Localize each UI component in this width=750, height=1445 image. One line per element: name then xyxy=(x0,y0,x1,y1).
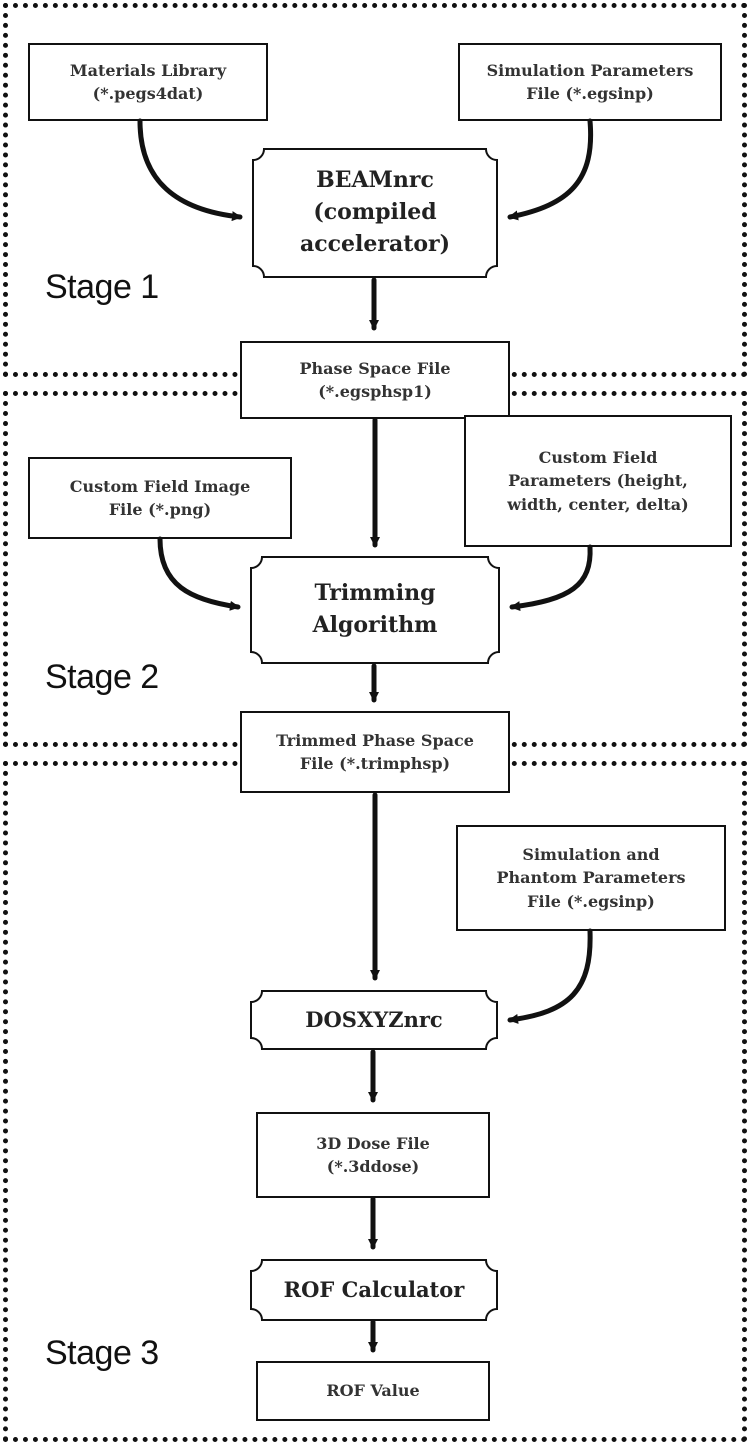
stage-2-label: Stage 2 xyxy=(45,658,159,696)
stage-3-label: Stage 3 xyxy=(45,1334,159,1372)
simulation-parameters-box: Simulation Parameters File (*.egsinp) xyxy=(458,43,722,121)
rof-calculator-shape xyxy=(250,1259,498,1321)
beamnrc-shape xyxy=(252,148,498,278)
trimmed-phase-space-file-box: Trimmed Phase Space File (*.trimphsp) xyxy=(240,711,510,793)
beamnrc-process: BEAMnrc (compiled accelerator) xyxy=(252,148,498,278)
custom-field-parameters-box: Custom Field Parameters (height, width, … xyxy=(464,415,732,547)
trimming-algorithm-process: Trimming Algorithm xyxy=(250,556,500,664)
trimming-algorithm-shape xyxy=(250,556,500,664)
rof-calculator-label: ROF Calculator xyxy=(283,1276,465,1302)
phase-space-file-box: Phase Space File (*.egsphsp1) xyxy=(240,341,510,419)
beamnrc-label: BEAMnrc (compiled accelerator) xyxy=(299,167,451,257)
dosxyznrc-process: DOSXYZnrc xyxy=(250,990,498,1050)
trimming-algorithm-label: Trimming Algorithm xyxy=(312,580,438,638)
simulation-phantom-parameters-box: Simulation and Phantom Parameters File (… xyxy=(456,825,726,931)
dosxyznrc-label: DOSXYZnrc xyxy=(305,1006,443,1032)
dosxyznrc-shape xyxy=(250,990,498,1050)
materials-library-box: Materials Library (*.pegs4dat) xyxy=(28,43,268,121)
rof-value-box: ROF Value xyxy=(256,1361,490,1421)
custom-field-image-box: Custom Field Image File (*.png) xyxy=(28,457,292,539)
dose-file-box: 3D Dose File (*.3ddose) xyxy=(256,1112,490,1198)
stage-1-label: Stage 1 xyxy=(45,268,159,306)
rof-calculator-process: ROF Calculator xyxy=(250,1259,498,1321)
